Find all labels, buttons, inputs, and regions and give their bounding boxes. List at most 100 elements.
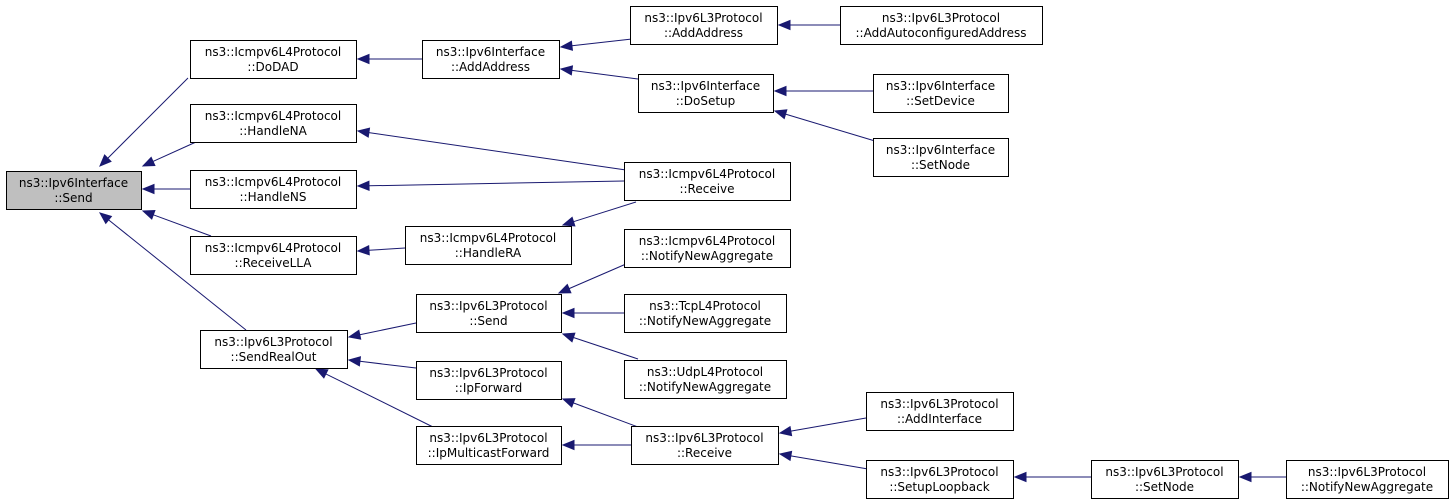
edge-line	[325, 373, 436, 429]
node-l3-addaddress[interactable]: ns3::Ipv6L3Protocol::AddAddress	[630, 6, 778, 45]
node-box	[866, 392, 1014, 431]
node-tcp-notifynewaggregate[interactable]: ns3::TcpL4Protocol::NotifyNewAggregate	[624, 294, 787, 333]
arrowhead-icon	[561, 307, 575, 319]
edge-iface-dosetup-to-iface-addaddress	[559, 65, 639, 80]
node-root[interactable]: ns3::Ipv6Interface::Send	[6, 171, 142, 210]
arrowhead-icon	[777, 19, 791, 31]
edges-layer	[98, 19, 1286, 483]
edge-udp-notifynewaggregate-to-l3-send	[561, 332, 639, 360]
node-method-label: ::NotifyNewAggregate	[641, 249, 773, 263]
node-box	[190, 170, 357, 209]
edge-l3-sendrealout-to-root	[98, 212, 247, 331]
node-box	[840, 6, 1043, 45]
node-icmp-receivella[interactable]: ns3::Icmpv6L4Protocol::ReceiveLLA	[190, 236, 357, 275]
node-icmp-dodad[interactable]: ns3::Icmpv6L4Protocol::DoDAD	[190, 40, 357, 79]
nodes-layer: ns3::Ipv6Interface::Sendns3::Icmpv6L4Pro…	[6, 6, 1449, 499]
edge-line	[368, 247, 406, 251]
arrowhead-icon	[773, 85, 787, 97]
node-method-label: ::Send	[54, 191, 92, 205]
edge-line	[107, 77, 189, 159]
edge-l3-addaddress-to-iface-addaddress	[559, 38, 633, 51]
edge-icmp-receive-to-icmp-handlena	[356, 127, 627, 171]
node-udp-notifynewaggregate[interactable]: ns3::UdpL4Protocol::NotifyNewAggregate	[624, 360, 787, 399]
edge-l3-ipmulticastforward-to-l3-sendrealout	[314, 368, 436, 429]
node-method-label: ::Receive	[679, 182, 734, 196]
node-l3-ipmulticastforward[interactable]: ns3::Ipv6L3Protocol::IpMulticastForward	[416, 426, 562, 465]
node-l3-sendrealout[interactable]: ns3::Ipv6L3Protocol::SendRealOut	[200, 330, 348, 369]
node-box	[630, 6, 778, 45]
edge-l3-notifynewaggregate-to-l3-setnode	[1238, 471, 1286, 483]
node-class-label: ns3::Ipv6L3Protocol	[882, 11, 1000, 25]
node-box	[416, 426, 562, 465]
edge-l3-receive-to-l3-ipforward	[561, 398, 639, 428]
node-icmp-notifynewaggregate[interactable]: ns3::Icmpv6L4Protocol::NotifyNewAggregat…	[624, 229, 791, 268]
node-method-label: ::HandleRA	[455, 246, 522, 260]
node-class-label: ns3::Ipv6L3Protocol	[429, 366, 547, 380]
node-box	[624, 229, 791, 268]
node-box	[624, 294, 787, 333]
edge-iface-setdevice-to-iface-dosetup	[773, 85, 873, 97]
node-method-label: ::AddAddress	[451, 60, 530, 74]
node-class-label: ns3::UdpL4Protocol	[647, 365, 763, 379]
node-l3-setnode[interactable]: ns3::Ipv6L3Protocol::SetNode	[1091, 460, 1239, 499]
edge-line	[153, 214, 212, 237]
node-l3-send[interactable]: ns3::Ipv6L3Protocol::Send	[416, 294, 562, 333]
node-icmp-handlens[interactable]: ns3::Icmpv6L4Protocol::HandleNS	[190, 170, 357, 209]
node-method-label: ::SendRealOut	[231, 350, 317, 364]
edge-l3-receive-to-l3-ipmulticastforward	[561, 439, 631, 451]
edge-line	[571, 69, 639, 80]
node-box	[873, 74, 1009, 113]
node-class-label: ns3::Icmpv6L4Protocol	[639, 167, 775, 181]
arrowhead-icon	[778, 425, 793, 437]
edge-l3-send-to-l3-sendrealout	[347, 322, 417, 340]
node-class-label: ns3::Ipv6Interface	[651, 79, 760, 93]
node-class-label: ns3::Ipv6L3Protocol	[880, 397, 998, 411]
arrowhead-icon	[778, 450, 793, 462]
edge-line	[359, 360, 417, 369]
node-icmp-receive[interactable]: ns3::Icmpv6L4Protocol::Receive	[624, 162, 791, 201]
edge-icmp-notifynewaggregate-to-l3-send	[557, 263, 627, 294]
edge-line	[368, 180, 625, 187]
node-class-label: ns3::Ipv6Interface	[886, 79, 995, 93]
node-iface-setdevice[interactable]: ns3::Ipv6Interface::SetDevice	[873, 74, 1009, 113]
arrowhead-icon	[141, 156, 156, 167]
node-box	[6, 171, 142, 210]
edge-iface-addaddress-to-icmp-dodad	[356, 53, 422, 65]
arrowhead-icon	[314, 368, 329, 379]
node-class-label: ns3::Ipv6Interface	[19, 176, 128, 190]
node-iface-setnode[interactable]: ns3::Ipv6Interface::SetNode	[873, 138, 1009, 177]
node-l3-setuploopback[interactable]: ns3::Ipv6L3Protocol::SetupLoopback	[866, 460, 1014, 499]
node-box	[200, 330, 348, 369]
node-l3-addinterface[interactable]: ns3::Ipv6L3Protocol::AddInterface	[866, 392, 1014, 431]
node-icmp-handlera[interactable]: ns3::Icmpv6L4Protocol::HandleRA	[405, 226, 572, 265]
node-box	[416, 294, 562, 333]
edge-line	[573, 402, 639, 428]
node-method-label: ::HandleNS	[240, 190, 307, 204]
arrowhead-icon	[1238, 471, 1252, 483]
edge-tcp-notifynewaggregate-to-l3-send	[561, 307, 624, 319]
node-method-label: ::NotifyNewAggregate	[1301, 480, 1433, 494]
node-box	[624, 162, 791, 201]
edge-l3-addautoconfiguredaddress-to-l3-addaddress	[777, 19, 840, 31]
arrowhead-icon	[347, 329, 362, 340]
arrowhead-icon	[356, 53, 370, 65]
arrowhead-icon	[559, 40, 574, 51]
node-l3-addautoconfiguredaddress[interactable]: ns3::Ipv6L3Protocol::AddAutoconfiguredAd…	[840, 6, 1043, 45]
node-method-label: ::HandleNA	[239, 124, 307, 138]
edge-icmp-dodad-to-root	[99, 77, 189, 167]
node-class-label: ns3::Ipv6L3Protocol	[644, 11, 762, 25]
arrowhead-icon	[99, 154, 112, 167]
node-l3-ipforward[interactable]: ns3::Ipv6L3Protocol::IpForward	[416, 361, 562, 400]
node-l3-notifynewaggregate[interactable]: ns3::Ipv6L3Protocol::NotifyNewAggregate	[1286, 460, 1449, 499]
node-box	[1091, 460, 1239, 499]
node-iface-addaddress[interactable]: ns3::Ipv6Interface::AddAddress	[422, 40, 560, 79]
edge-l3-addinterface-to-l3-receive	[778, 417, 867, 437]
node-iface-dosetup[interactable]: ns3::Ipv6Interface::DoSetup	[638, 74, 774, 113]
arrowhead-icon	[356, 127, 371, 138]
edge-icmp-receivella-to-root	[141, 210, 212, 237]
arrowhead-icon	[557, 283, 572, 294]
node-l3-receive[interactable]: ns3::Ipv6L3Protocol::Receive	[631, 426, 779, 465]
node-icmp-handlena[interactable]: ns3::Icmpv6L4Protocol::HandleNA	[190, 104, 357, 143]
node-method-label: ::SetNode	[1135, 480, 1194, 494]
